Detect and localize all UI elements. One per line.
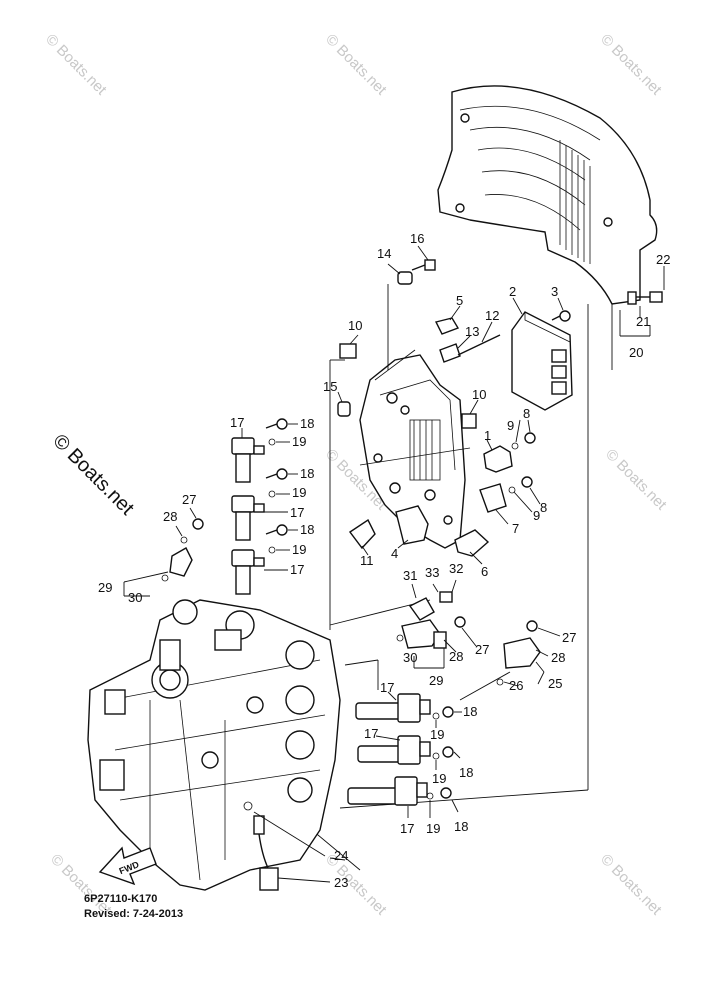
- ignition-coil-6: [347, 776, 428, 806]
- callout-18-a: 18: [300, 416, 314, 431]
- callout-17-a: 17: [230, 415, 244, 430]
- callout-2: 2: [509, 284, 516, 299]
- callout-13: 13: [465, 324, 479, 339]
- bracket-small-parts: [337, 259, 571, 557]
- callout-21: 21: [636, 314, 650, 329]
- lower-coil-leaders: [375, 691, 462, 818]
- callout-20: 20: [629, 345, 643, 360]
- callout-19-c: 19: [292, 542, 306, 557]
- callout-26: 26: [509, 678, 523, 693]
- callout-8-top: 8: [523, 406, 530, 421]
- cover-bolt: [619, 266, 665, 337]
- callout-6: 6: [481, 564, 488, 579]
- callout-14: 14: [377, 246, 391, 261]
- callout-15: 15: [323, 379, 337, 394]
- callout-12: 12: [485, 308, 499, 323]
- ignition-coil-3: [231, 549, 265, 595]
- ecu-module: [511, 311, 573, 411]
- ignition-coil-5: [357, 735, 431, 765]
- fwd-arrow-icon: FWD: [98, 846, 157, 886]
- callout-18-d: 18: [463, 704, 477, 719]
- callout-30-a: 30: [128, 590, 142, 605]
- callout-18-b: 18: [300, 466, 314, 481]
- callout-8-mid: 8: [540, 500, 547, 515]
- callout-29-a: 29: [98, 580, 112, 595]
- callout-22: 22: [656, 252, 670, 267]
- watermark-top-right: © Boats.net: [597, 31, 665, 99]
- callout-17-e: 17: [364, 726, 378, 741]
- callout-19-b: 19: [292, 485, 306, 500]
- ignition-coil-1: [231, 437, 265, 483]
- callout-27-b: 27: [475, 642, 489, 657]
- callout-24: 24: [334, 848, 348, 863]
- callout-17-b: 17: [290, 505, 304, 520]
- diagram-code: 6P27110-K170: [84, 893, 157, 905]
- callout-19-f: 19: [426, 821, 440, 836]
- callout-33: 33: [425, 565, 439, 580]
- callout-17-c: 17: [290, 562, 304, 577]
- callout-28-c: 28: [551, 650, 565, 665]
- callout-5: 5: [456, 293, 463, 308]
- watermark-bottom-right: © Boats.net: [597, 851, 665, 919]
- callout-10-top: 10: [348, 318, 362, 333]
- callout-30-b: 30: [403, 650, 417, 665]
- callout-25: 25: [548, 676, 562, 691]
- callout-27-a: 27: [182, 492, 196, 507]
- bracket-leaders: [329, 245, 564, 630]
- side-watermark: © Boats.net: [48, 430, 138, 520]
- callout-18-f: 18: [454, 819, 468, 834]
- middle-sensor-leaders: [411, 579, 561, 687]
- callout-18-e: 18: [459, 765, 473, 780]
- callouts: 16 14 22 2 3 5 12 21 10 13 20 15 10 8 17…: [98, 231, 670, 890]
- callout-17-f: 17: [400, 821, 414, 836]
- callout-32: 32: [449, 561, 463, 576]
- callout-1: 1: [484, 428, 491, 443]
- callout-4: 4: [391, 546, 398, 561]
- callout-16: 16: [410, 231, 424, 246]
- watermark-mid-right: © Boats.net: [602, 446, 670, 514]
- watermark-top-left: © Boats.net: [42, 31, 110, 99]
- revised-date: Revised: 7-24-2013: [84, 908, 183, 920]
- callout-17-d: 17: [380, 680, 394, 695]
- callout-18-c: 18: [300, 522, 314, 537]
- watermark-bottom-center: © Boats.net: [322, 851, 390, 919]
- callout-28-a: 28: [163, 509, 177, 524]
- callout-31: 31: [403, 568, 417, 583]
- callout-10-mid: 10: [472, 387, 486, 402]
- callout-9-mid: 9: [533, 508, 540, 523]
- callout-19-d: 19: [430, 727, 444, 742]
- callout-29-b: 29: [429, 673, 443, 688]
- left-sensor-group: [123, 507, 204, 597]
- engine-block: [87, 599, 341, 891]
- callout-19-a: 19: [292, 434, 306, 449]
- callout-27-c: 27: [562, 630, 576, 645]
- ignition-coils-lower: [347, 691, 462, 818]
- electrical-cover: [437, 85, 658, 305]
- callout-9-top: 9: [507, 418, 514, 433]
- ignition-coils-upper: [231, 418, 298, 595]
- callout-19-e: 19: [432, 771, 446, 786]
- callout-3: 3: [551, 284, 558, 299]
- upper-coil-leaders: [241, 423, 298, 571]
- callout-11: 11: [360, 553, 374, 568]
- ignition-coil-4: [355, 693, 431, 723]
- electrical-bracket: [359, 354, 471, 549]
- callout-23: 23: [334, 875, 348, 890]
- middle-sensors: [396, 579, 561, 687]
- callout-28-b: 28: [449, 649, 463, 664]
- ignition-coil-2: [231, 495, 265, 541]
- sensor-wire: [243, 801, 331, 891]
- callout-7: 7: [512, 521, 519, 536]
- watermark-top-center: © Boats.net: [322, 31, 390, 99]
